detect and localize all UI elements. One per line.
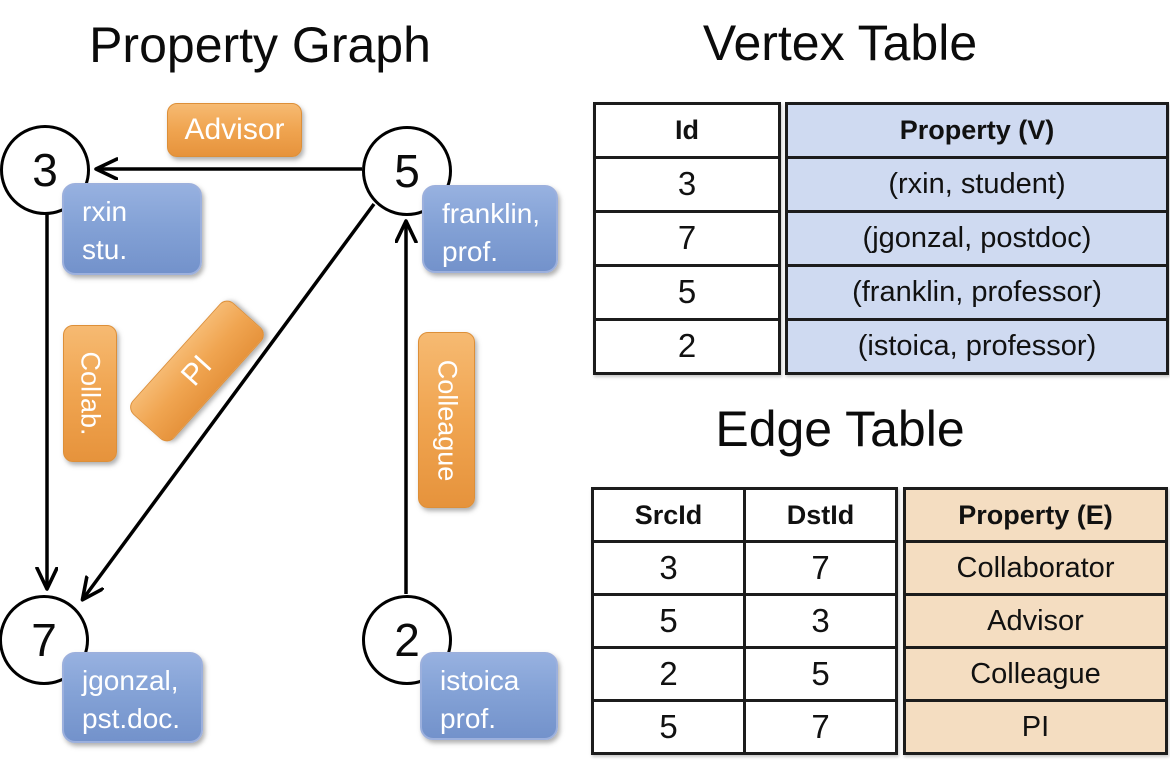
edge-dst-cell: 7 <box>743 540 898 596</box>
vertex-table-property-column: Property (V) (rxin, student) (jgonzal, p… <box>785 102 1169 375</box>
edge-dst-cell: 7 <box>743 699 898 755</box>
edge-label-colleague: Colleague <box>418 332 475 508</box>
vertex-label-rxin: rxin stu. <box>62 183 202 275</box>
edge-property-cell: Advisor <box>903 593 1168 649</box>
table-row: 5 <box>593 264 781 321</box>
table-row: Colleague <box>903 646 1168 702</box>
edge-property-cell: PI <box>903 699 1168 755</box>
vertex-label-franklin: franklin, prof. <box>422 185 558 273</box>
vertex-property-cell: (rxin, student) <box>785 156 1169 213</box>
node-7-id: 7 <box>31 614 57 666</box>
table-row: 5 7 <box>591 699 898 755</box>
edge-label-collaborator: Collab. <box>63 325 117 462</box>
vertex-table-header-property: Property (V) <box>785 102 1169 159</box>
table-row: 3 7 <box>591 540 898 596</box>
edge-table-header-dstid: DstId <box>743 487 898 543</box>
vertex-label-istoica: istoica prof. <box>420 652 558 740</box>
graph-node-2: 2 <box>362 595 452 685</box>
vertex-label-jgonzal-line1: jgonzal, <box>82 665 179 696</box>
node-3-id: 3 <box>32 144 58 196</box>
table-row: (istoica, professor) <box>785 318 1169 375</box>
property-graph-title: Property Graph <box>89 17 431 73</box>
vertex-label-franklin-line1: franklin, <box>442 198 541 229</box>
vertex-label-rxin-line2: stu. <box>82 234 128 265</box>
table-row: (rxin, student) <box>785 156 1169 213</box>
vertex-table-title: Vertex Table <box>702 15 978 71</box>
vertex-property-cell: (franklin, professor) <box>785 264 1169 321</box>
edge-src-cell: 5 <box>591 593 746 649</box>
vertex-property-cell: (istoica, professor) <box>785 318 1169 375</box>
edge-table-header-property: Property (E) <box>903 487 1168 543</box>
vertex-label-franklin-line2: prof. <box>442 236 499 267</box>
edge-label-colleague-text: Colleague <box>432 359 462 481</box>
edge-label-advisor: Advisor <box>167 103 302 157</box>
vertex-label-istoica-line1: istoica <box>440 665 520 696</box>
edge-table-title: Edge Table <box>715 401 965 457</box>
table-row: 3 <box>593 156 781 213</box>
edge-table-header-srcid: SrcId <box>591 487 746 543</box>
vertex-table-id-column: Id 3 7 5 2 <box>593 102 781 375</box>
vertex-label-istoica-line2: prof. <box>440 703 497 734</box>
edge-pi-5-to-7 <box>83 202 376 599</box>
table-row: (franklin, professor) <box>785 264 1169 321</box>
vertex-id-cell: 3 <box>593 156 781 213</box>
vertex-label-rxin-line1: rxin <box>82 196 128 227</box>
edge-table-property-column: Property (E) Collaborator Advisor Collea… <box>903 487 1168 755</box>
vertex-id-cell: 7 <box>593 210 781 267</box>
table-row: (jgonzal, postdoc) <box>785 210 1169 267</box>
node-5-id: 5 <box>394 145 420 197</box>
vertex-id-cell: 5 <box>593 264 781 321</box>
vertex-table-header-id: Id <box>593 102 781 159</box>
table-row: 2 <box>593 318 781 375</box>
edge-table-id-columns: SrcId DstId 3 7 5 3 2 5 5 7 <box>591 487 898 755</box>
graph-node-5: 5 <box>362 126 452 216</box>
edge-dst-cell: 5 <box>743 646 898 702</box>
edge-property-cell: Collaborator <box>903 540 1168 596</box>
vertex-property-cell: (jgonzal, postdoc) <box>785 210 1169 267</box>
edge-src-cell: 3 <box>591 540 746 596</box>
table-row: 7 <box>593 210 781 267</box>
table-row: PI <box>903 699 1168 755</box>
vertex-id-cell: 2 <box>593 318 781 375</box>
node-2-id: 2 <box>394 614 420 666</box>
vertex-label-jgonzal: jgonzal, pst.doc. <box>62 652 203 743</box>
edge-src-cell: 5 <box>591 699 746 755</box>
edge-label-advisor-text: Advisor <box>184 113 285 146</box>
table-row: 2 5 <box>591 646 898 702</box>
edge-label-pi-text: PI <box>174 349 219 393</box>
edge-src-cell: 2 <box>591 646 746 702</box>
edge-label-collaborator-text: Collab. <box>75 351 106 436</box>
edge-property-cell: Colleague <box>903 646 1168 702</box>
edge-dst-cell: 3 <box>743 593 898 649</box>
vertex-label-jgonzal-line2: pst.doc. <box>82 703 181 734</box>
graph-edges-layer <box>0 0 585 760</box>
table-row: Advisor <box>903 593 1168 649</box>
table-row: Collaborator <box>903 540 1168 596</box>
table-row: 5 3 <box>591 593 898 649</box>
